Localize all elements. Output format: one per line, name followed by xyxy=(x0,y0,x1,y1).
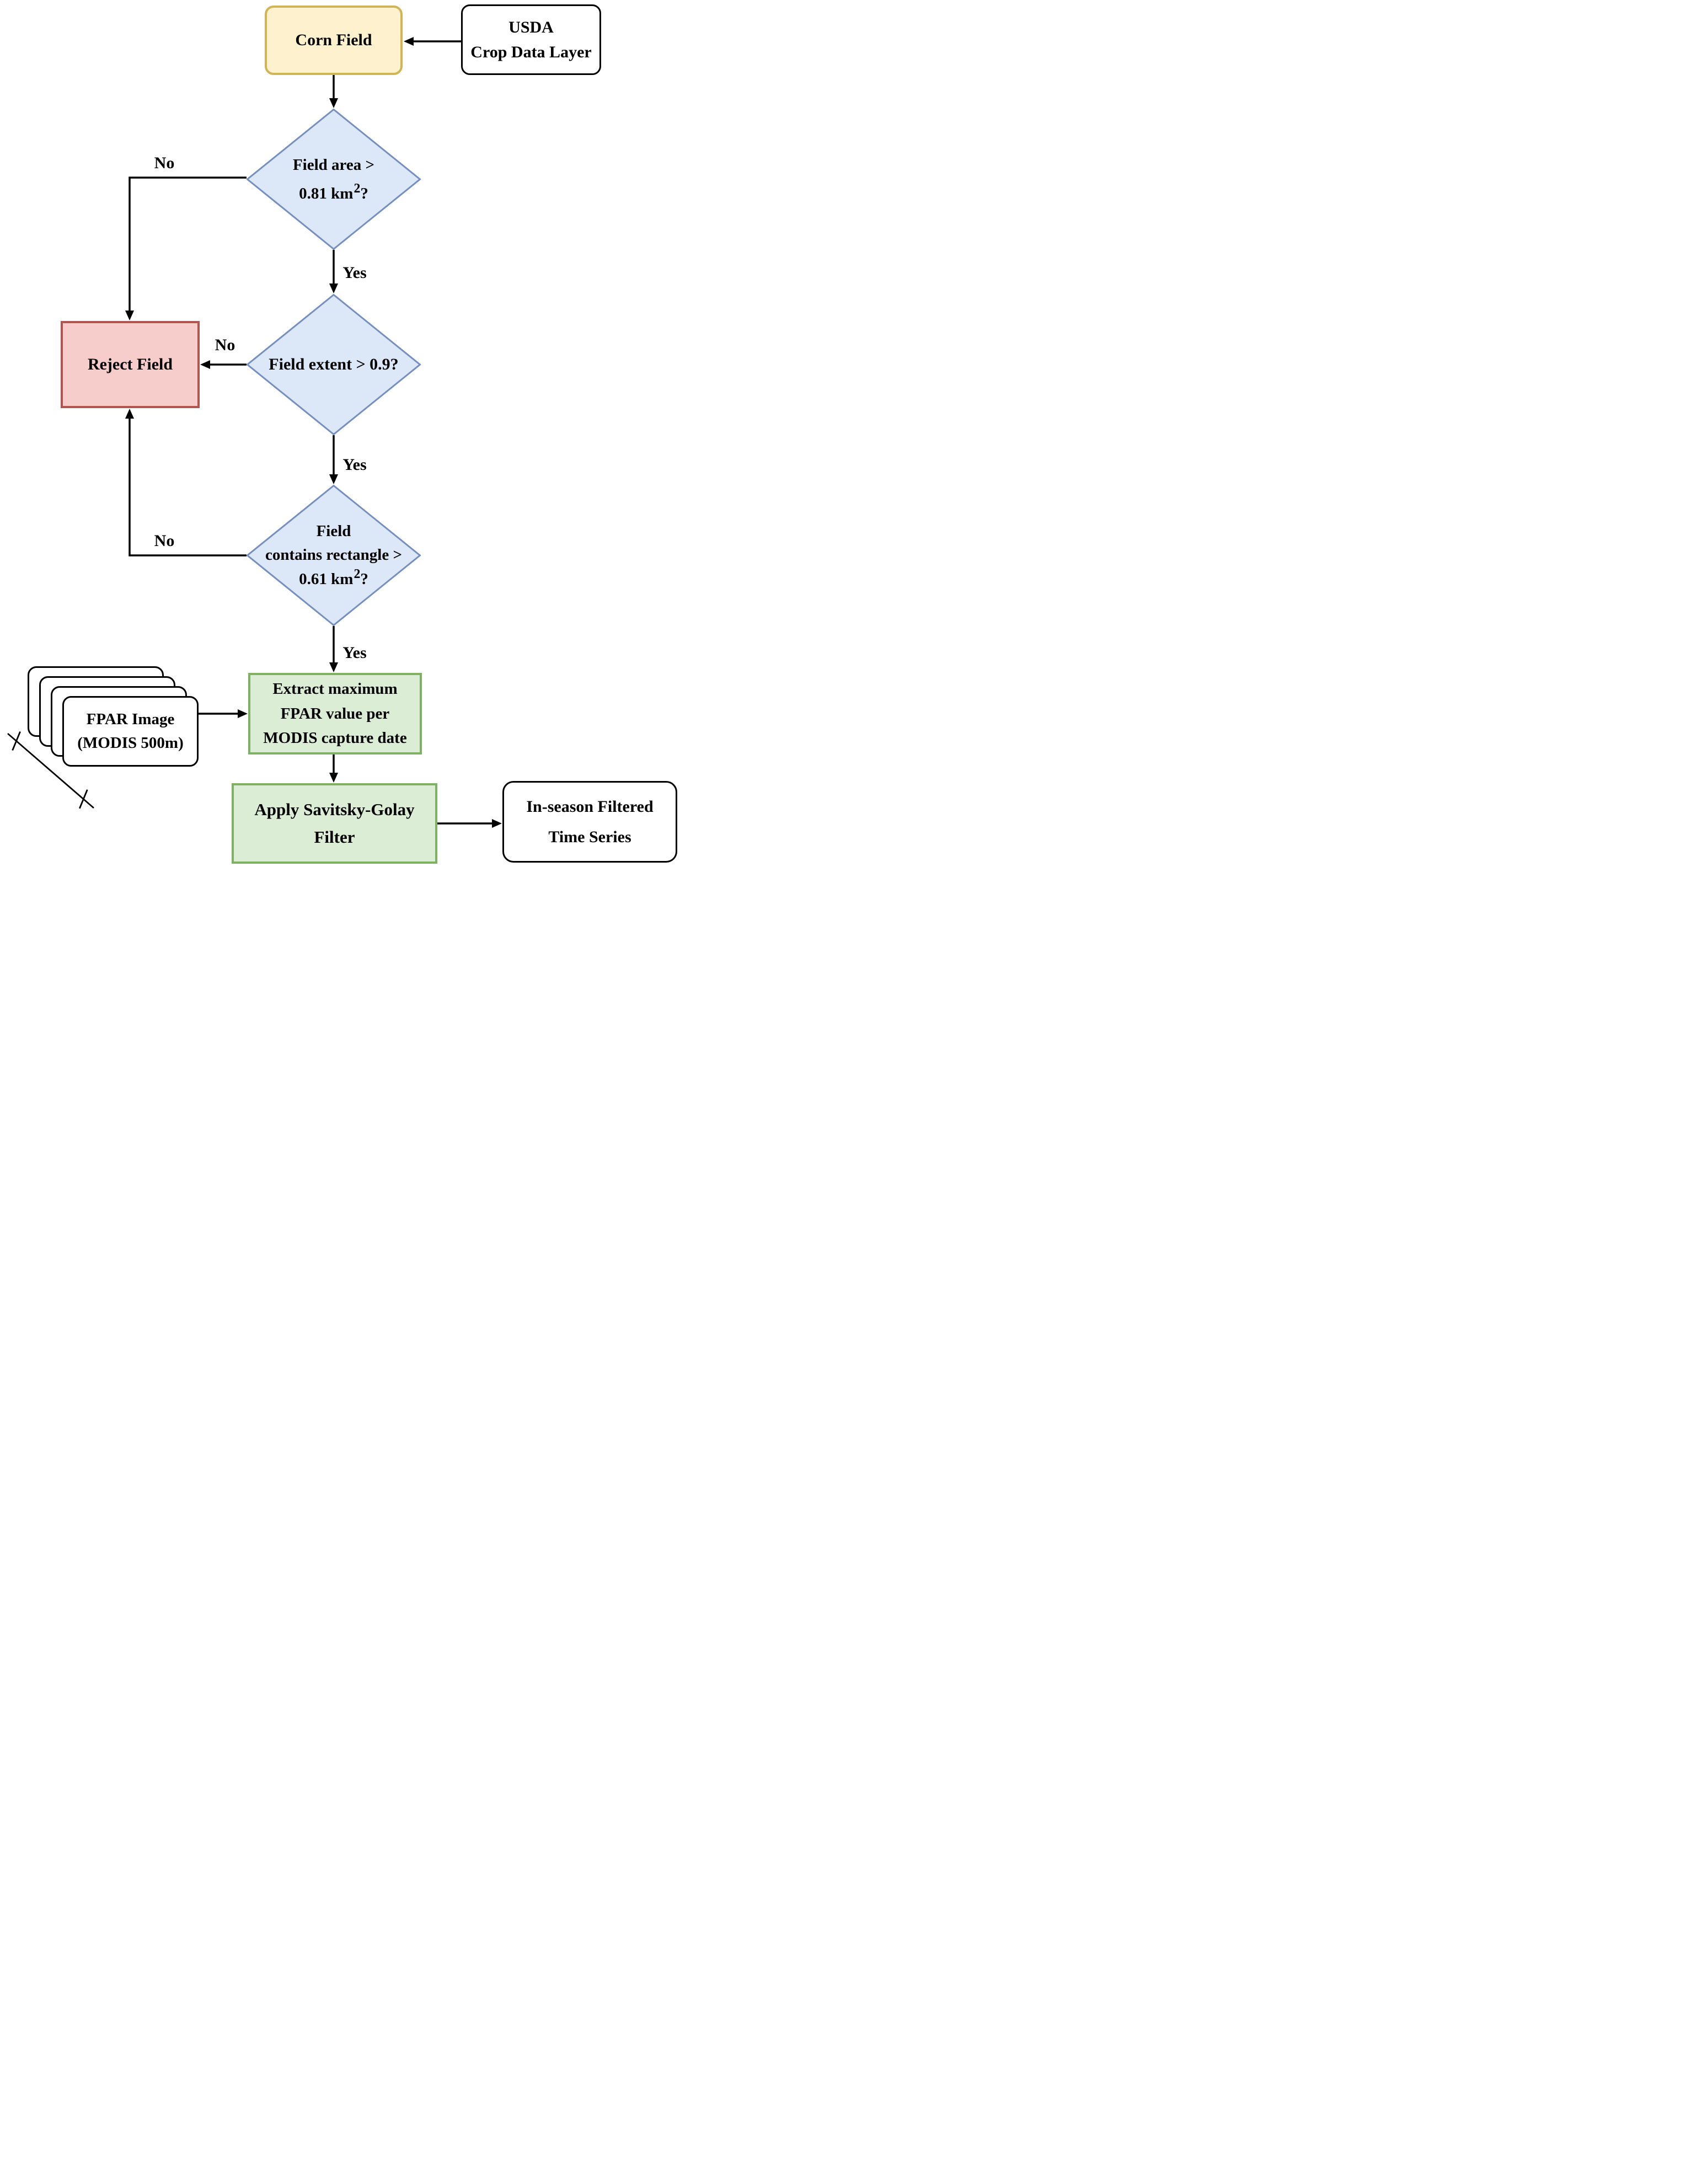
decision-field-area-line1: Field area > xyxy=(292,156,375,174)
decision-rectangle-qmark: ? xyxy=(360,570,368,588)
decision-rectangle-line3: 0.61 km2? xyxy=(299,567,368,592)
extract-fpar-node: Extract maximum FPAR value per MODIS cap… xyxy=(248,673,422,755)
decision-field-area-value: 0.81 km xyxy=(299,185,354,202)
decision-contains-rectangle: Field contains rectangle > 0.61 km2? xyxy=(247,485,421,626)
edge-label-yes-extent: Yes xyxy=(342,456,367,474)
savgol-line1: Apply Savitsky-Golay xyxy=(254,800,415,820)
superscript-2: 2 xyxy=(354,181,361,196)
decision-field-extent: Field extent > 0.9? xyxy=(247,294,421,435)
superscript-2: 2 xyxy=(354,567,361,582)
decision-rectangle-value: 0.61 km xyxy=(299,570,354,588)
decision-field-extent-label: Field extent > 0.9? xyxy=(269,355,399,373)
extract-line3: MODIS capture date xyxy=(263,729,407,747)
diamond-shape xyxy=(247,294,421,435)
output-line2: Time Series xyxy=(548,828,631,846)
reject-field-label: Reject Field xyxy=(87,355,173,373)
diamond-shape xyxy=(247,485,421,626)
savgol-line2: Filter xyxy=(314,827,355,847)
flowchart-canvas: Corn Field USDA Crop Data Layer Field ar… xyxy=(0,0,683,867)
reject-field-node: Reject Field xyxy=(61,321,200,408)
fpar-image-line1: FPAR Image xyxy=(86,710,175,728)
decision-field-area: Field area > 0.81 km2? xyxy=(247,109,421,250)
edge-label-no-extent: No xyxy=(215,336,235,354)
fpar-image-line2: (MODIS 500m) xyxy=(77,734,184,752)
usda-line2: Crop Data Layer xyxy=(470,43,592,61)
edge-label-yes-area: Yes xyxy=(342,264,367,282)
edge-label-yes-rectangle: Yes xyxy=(342,644,367,662)
diamond-shape xyxy=(247,109,421,250)
output-line1: In-season Filtered xyxy=(526,797,654,816)
edge-label-no-rectangle: No xyxy=(154,532,175,550)
corn-field-label: Corn Field xyxy=(295,31,372,49)
output-time-series-node: In-season Filtered Time Series xyxy=(502,781,677,863)
decision-rectangle-line2: contains rectangle > xyxy=(265,546,402,564)
extract-line1: Extract maximum xyxy=(272,679,398,698)
extract-line2: FPAR value per xyxy=(280,704,390,723)
fpar-image-stack: FPAR Image (MODIS 500m) xyxy=(62,696,199,767)
savitsky-golay-node: Apply Savitsky-Golay Filter xyxy=(232,783,437,864)
decision-rectangle-line1: Field xyxy=(316,522,351,540)
usda-cdl-node: USDA Crop Data Layer xyxy=(461,4,601,75)
decision-field-area-line2: 0.81 km2? xyxy=(299,179,368,208)
usda-line1: USDA xyxy=(508,18,554,36)
decision-field-area-qmark: ? xyxy=(360,185,368,202)
decision-field-extent-text: Field extent > 0.9? xyxy=(247,294,421,435)
edge-label-no-area: No xyxy=(154,154,175,172)
decision-field-area-text: Field area > 0.81 km2? xyxy=(247,109,421,250)
corn-field-node: Corn Field xyxy=(265,6,403,75)
decision-contains-rectangle-text: Field contains rectangle > 0.61 km2? xyxy=(247,485,421,626)
